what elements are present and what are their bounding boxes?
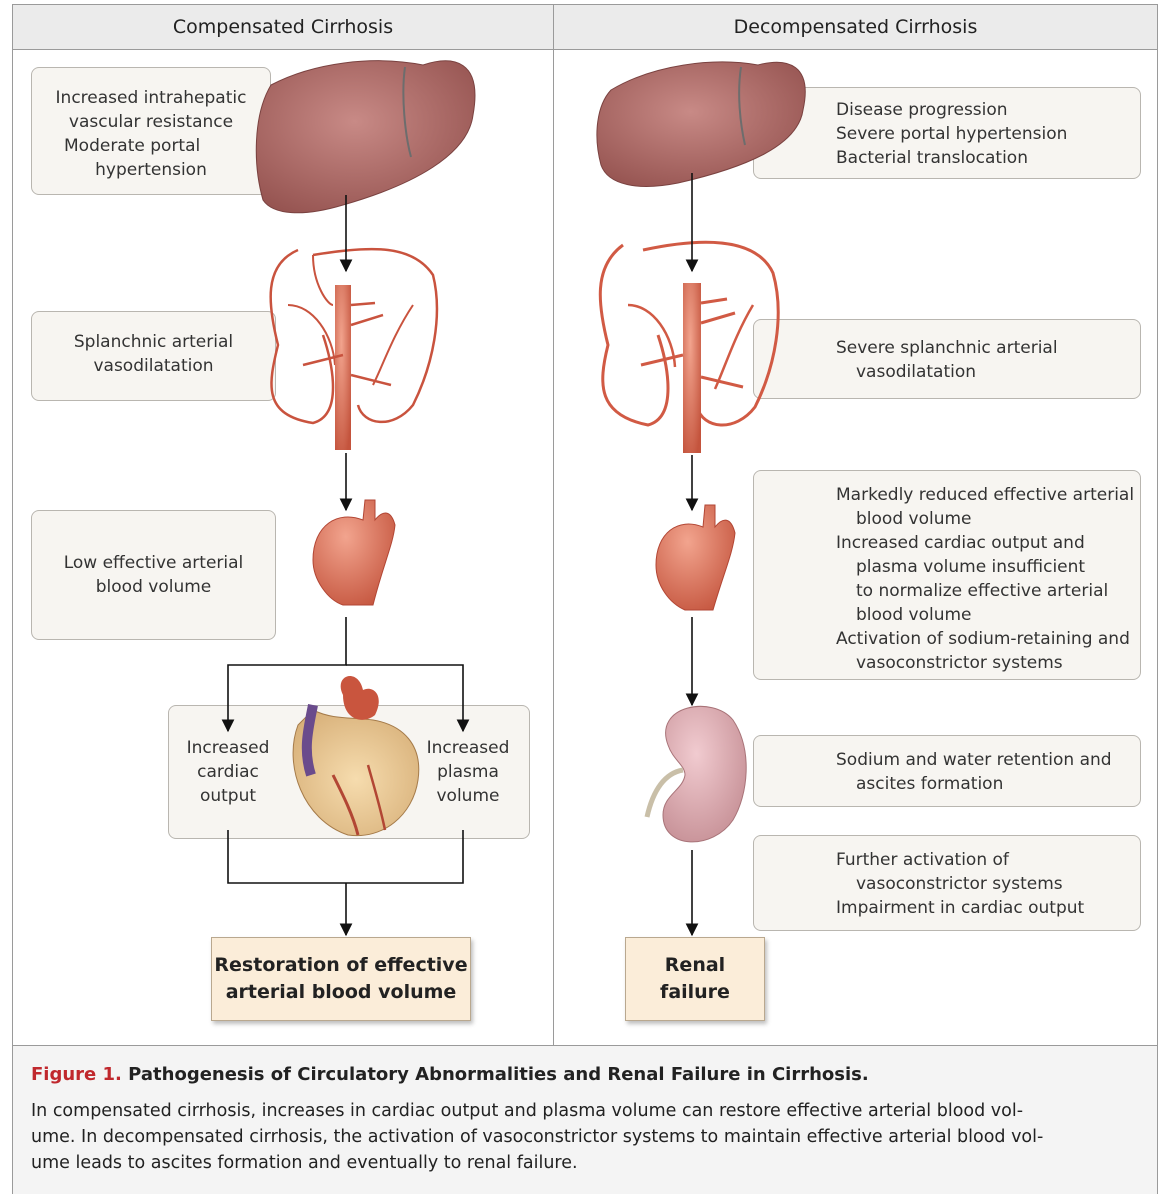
figure-title: Pathogenesis of Circulatory Abnormalitie… — [128, 1064, 869, 1085]
result-restoration: Restoration of effective arterial blood … — [211, 937, 471, 1021]
box-splanchnic-decompensated: Severe splanchnic arterial vasodilatatio… — [753, 319, 1141, 399]
box-splanchnic-compensated: Splanchnic arterial vasodilatation — [31, 311, 276, 401]
cardiac-output-line-3: output — [199, 786, 257, 806]
box-volume-decompensated: Markedly reduced effective arterial bloo… — [753, 470, 1141, 680]
box-volume-compensated: Low effective arterial blood volume — [31, 510, 276, 640]
result-renal-failure: Renal failure — [625, 937, 765, 1021]
cardiac-output-line-2: cardiac — [197, 762, 259, 782]
box-further-decompensated: Further activation of vasoconstrictor sy… — [753, 835, 1141, 931]
box-kidney-decompensated: Sodium and water retention and ascites f… — [753, 735, 1141, 807]
box-liver-compensated: Increased intrahepatic vascular resistan… — [31, 67, 271, 195]
aortic-arch-icon — [312, 499, 396, 606]
heart-icon — [292, 676, 420, 837]
aortic-arch-reduced-icon — [655, 504, 736, 611]
arrow-left-4 — [346, 664, 470, 733]
header-compensated: Compensated Cirrhosis — [13, 5, 554, 50]
caption-title: Figure 1. Pathogenesis of Circulatory Ab… — [31, 1064, 869, 1085]
figure-caption: Figure 1. Pathogenesis of Circulatory Ab… — [13, 1045, 1157, 1194]
cardiac-output-line-1: Increased — [186, 738, 270, 758]
caption-line: ume. In decompensated cirrhosis, the act… — [31, 1127, 1044, 1147]
box-liver-decompensated: Disease progression Severe portal hypert… — [753, 87, 1141, 179]
diagram-artwork — [221, 60, 806, 937]
connector-left-merge — [227, 830, 464, 884]
header-decompensated: Decompensated Cirrhosis — [554, 5, 1157, 50]
caption-body: In compensated cirrhosis, increases in c… — [31, 1098, 1141, 1176]
splanchnic-vessels-icon — [269, 247, 439, 450]
liver-cirrhotic-icon — [596, 61, 806, 187]
plasma-volume-line-3: volume — [436, 786, 500, 806]
figure-frame: Compensated Cirrhosis Decompensated Cirr… — [12, 4, 1158, 1194]
caption-line: In compensated cirrhosis, increases in c… — [31, 1101, 1024, 1121]
liver-icon — [255, 60, 476, 214]
caption-line: ume leads to ascites formation and event… — [31, 1153, 578, 1173]
kidney-icon — [644, 705, 747, 843]
plasma-volume-line-1: Increased — [426, 738, 510, 758]
plasma-volume-line-2: plasma — [437, 762, 499, 782]
arrow-left-3 — [221, 617, 347, 733]
splanchnic-vessels-severe-icon — [598, 240, 780, 453]
column-divider — [553, 49, 554, 1045]
figure-label: Figure 1. — [31, 1064, 122, 1085]
